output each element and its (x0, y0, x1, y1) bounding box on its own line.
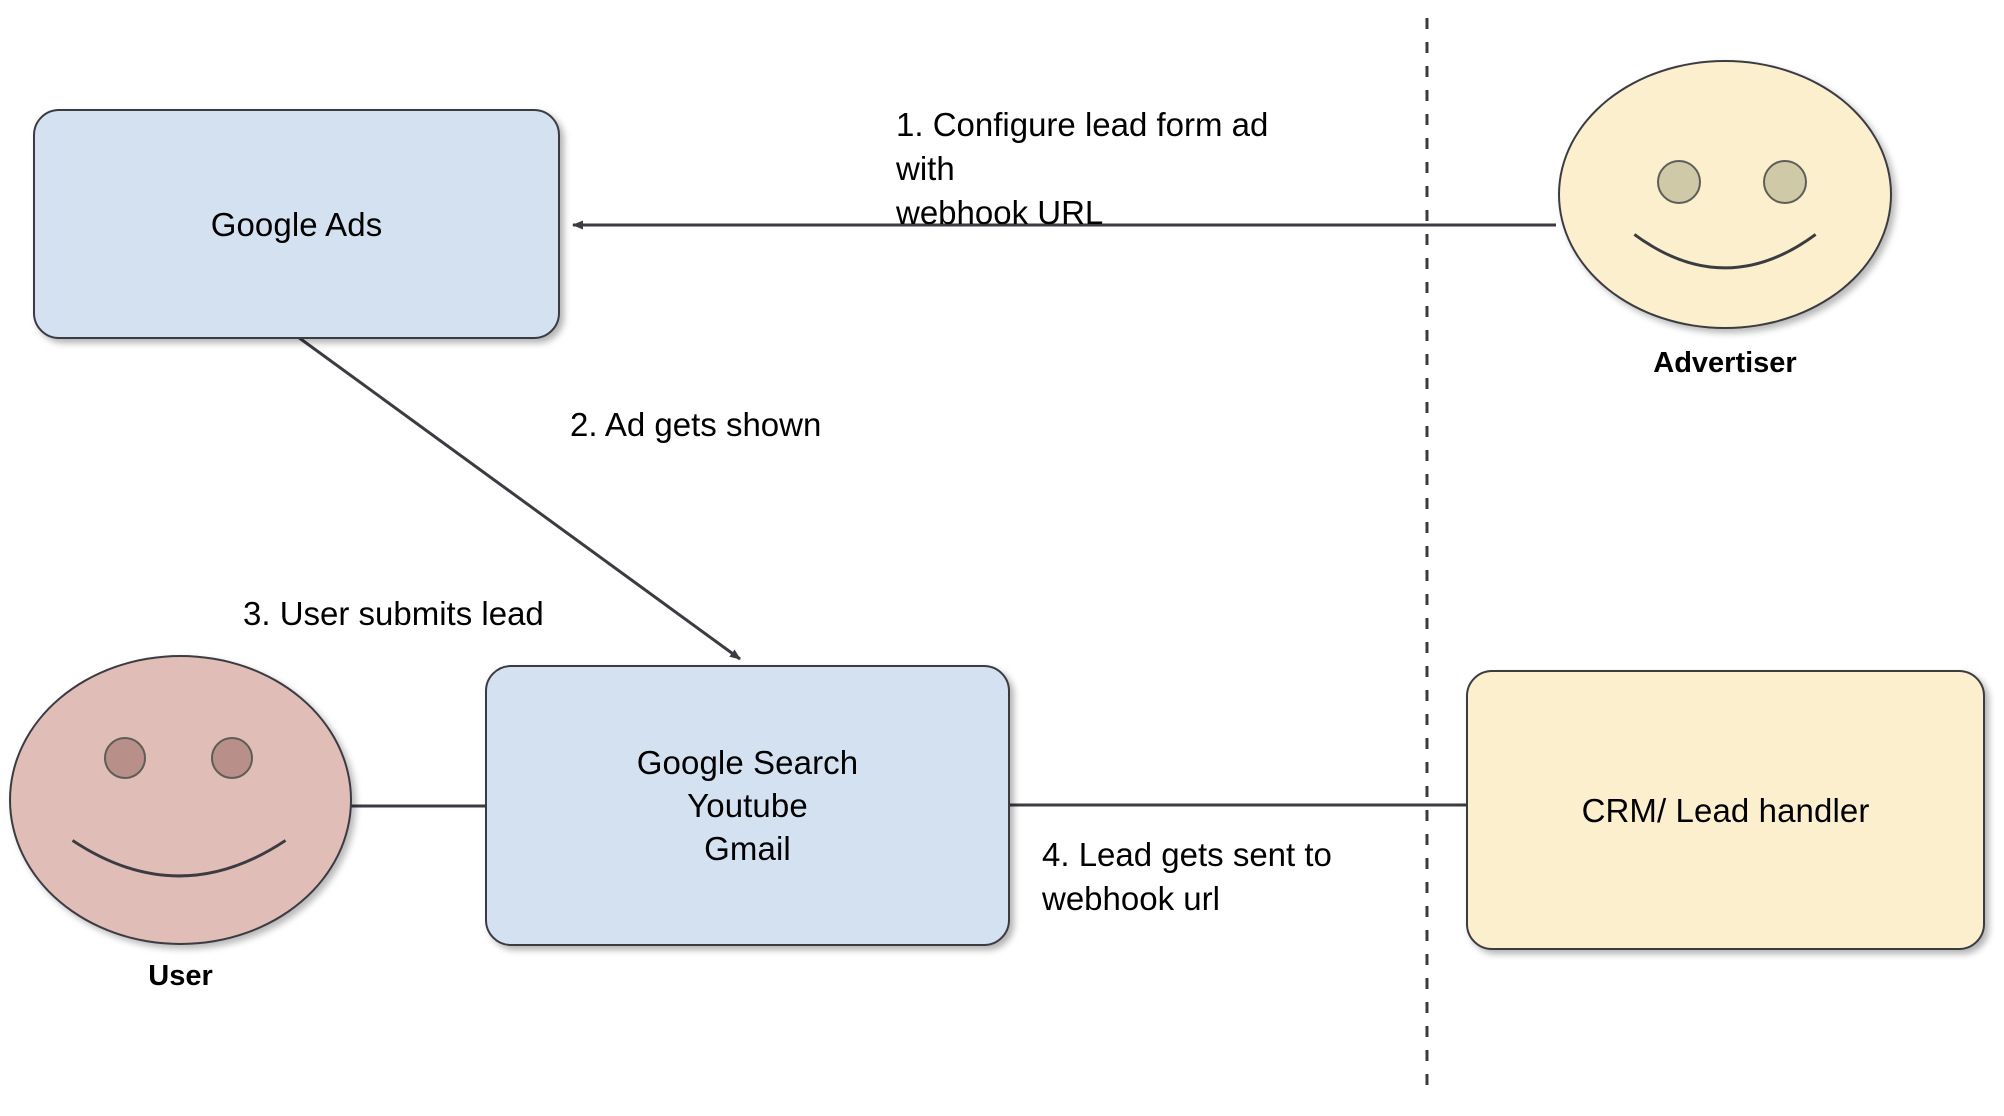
node-crm-lead-handler[interactable]: CRM/ Lead handler (1466, 670, 1985, 950)
node-google-properties[interactable]: Google Search Youtube Gmail (485, 665, 1010, 946)
node-google-ads-label: Google Ads (210, 205, 383, 243)
node-crm-lead-handler-label: CRM/ Lead handler (1581, 791, 1870, 829)
advertiser-right-eye-icon (1763, 160, 1807, 204)
actor-advertiser[interactable]: Advertiser (1558, 60, 1892, 379)
edge-label-step-2: 2. Ad gets shown (570, 406, 822, 443)
actor-user-label: User (148, 960, 213, 992)
user-smile-icon (71, 839, 287, 878)
advertiser-smile-icon (1633, 233, 1817, 270)
advertiser-left-eye-icon (1657, 160, 1701, 204)
node-google-properties-label: Google Search Youtube Gmail (636, 744, 859, 867)
user-face-icon (9, 655, 352, 945)
actor-advertiser-label: Advertiser (1653, 347, 1797, 379)
node-google-ads[interactable]: Google Ads (33, 109, 560, 339)
user-right-eye-icon (211, 737, 253, 779)
advertiser-face-icon (1558, 60, 1892, 329)
edge-label-step-3: 3. User submits lead (243, 595, 544, 632)
edge-label-step-4: 4. Lead gets sent to webhook url (1042, 836, 1332, 917)
user-left-eye-icon (104, 737, 146, 779)
actor-user[interactable]: User (9, 655, 352, 992)
edge-label-step-1: 1. Configure lead form ad with webhook U… (896, 106, 1269, 231)
